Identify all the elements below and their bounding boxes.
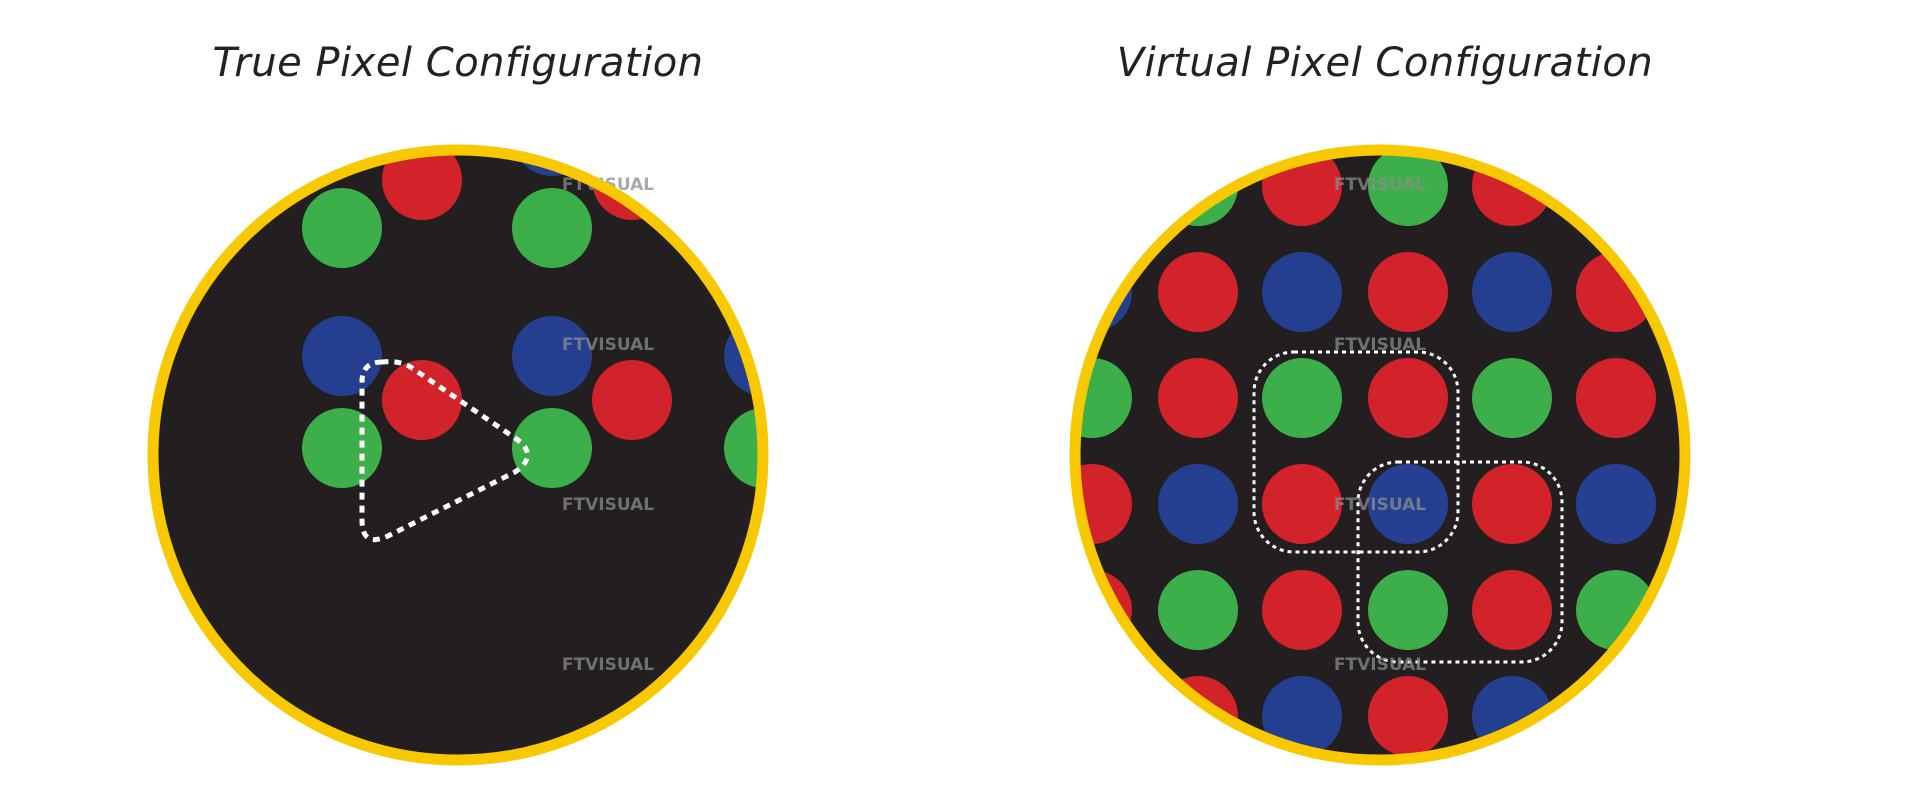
blue-led-dot: [948, 464, 1028, 544]
watermark-text: FTVISUAL: [1334, 175, 1426, 195]
watermark-text: FTVISUAL: [1334, 655, 1426, 675]
red-led-dot: [948, 252, 1028, 332]
green-led-dot: [1682, 358, 1685, 438]
blue-led-dot: [512, 316, 592, 396]
blue-led-dot: [1368, 464, 1448, 544]
blue-led-dot: [1682, 252, 1685, 332]
blue-led-dot: [302, 316, 382, 396]
red-led-dot: [1158, 252, 1238, 332]
virtual-pixel-lens: FTVISUAL FTVISUAL FTVISUAL FTVISUAL: [948, 144, 1691, 766]
green-led-dot: [302, 188, 382, 268]
virtual-pixel-title: Virtual Pixel Configuration: [1116, 40, 1654, 86]
green-led-dot: [1075, 358, 1132, 438]
red-led-dot: [948, 358, 1028, 438]
red-led-dot: [1262, 464, 1342, 544]
red-led-dot: [1472, 570, 1552, 650]
green-led-dot: [1158, 570, 1238, 650]
blue-led-dot: [1576, 464, 1656, 544]
green-led-dot: [302, 0, 382, 48]
virtual-pixel-outline-2: [1356, 460, 1564, 664]
green-led-dot: [1368, 570, 1448, 650]
lens-ring-right: [1069, 144, 1691, 766]
green-led-dot: [302, 408, 382, 488]
watermark-text: FTVISUAL: [1334, 495, 1426, 515]
watermark-text: FTVISUAL: [1334, 335, 1426, 355]
green-led-dot: [512, 408, 592, 488]
green-led-dot: [512, 188, 592, 268]
watermark-text: FTVISUAL: [562, 335, 654, 355]
green-led-dot: [1368, 150, 1448, 226]
red-led-dot: [1576, 358, 1656, 438]
red-led-dot: [1682, 464, 1685, 544]
green-led-dot: [724, 0, 804, 48]
red-led-dot: [1158, 358, 1238, 438]
virtual-pixel-outline-1: [1252, 350, 1460, 554]
red-led-dot: [1472, 464, 1552, 544]
watermark-text: FTVISUAL: [562, 655, 654, 675]
red-led-dot: [804, 140, 884, 220]
blue-led-dot: [1075, 676, 1132, 756]
green-led-dot: [1262, 358, 1342, 438]
watermark-text: FTVISUAL: [562, 495, 654, 515]
red-led-dot: [1576, 676, 1656, 756]
true-pixel-title: True Pixel Configuration: [212, 40, 704, 86]
lens-background-left: [153, 150, 763, 760]
red-led-dot: [592, 360, 672, 440]
green-led-dot: [512, 0, 592, 48]
red-led-dot: [948, 676, 1028, 756]
blue-led-dot: [1262, 252, 1342, 332]
red-led-dot: [1368, 676, 1448, 756]
green-led-dot: [948, 146, 1028, 226]
green-led-dot: [1576, 150, 1656, 226]
blue-led-dot: [1158, 464, 1238, 544]
blue-led-dot: [724, 150, 763, 176]
blue-led-dot: [1682, 676, 1685, 756]
red-led-dot: [804, 360, 884, 440]
watermarks-right: FTVISUAL FTVISUAL FTVISUAL FTVISUAL: [1334, 175, 1426, 675]
green-led-dot: [1472, 358, 1552, 438]
red-led-dot: [1682, 570, 1685, 650]
lens-ring-left: [147, 144, 769, 766]
green-led-dot: [948, 570, 1028, 650]
blue-led-dot: [1472, 252, 1552, 332]
red-led-dot: [1682, 150, 1685, 226]
green-led-dot: [724, 408, 763, 488]
red-led-dot: [1368, 252, 1448, 332]
red-led-dot: [1262, 570, 1342, 650]
green-led-dot: [724, 188, 763, 268]
red-led-dot: [1368, 358, 1448, 438]
red-led-dot: [1075, 150, 1132, 226]
red-led-dot: [382, 360, 462, 440]
red-led-dot: [1075, 464, 1132, 544]
blue-led-dot: [1262, 676, 1342, 756]
